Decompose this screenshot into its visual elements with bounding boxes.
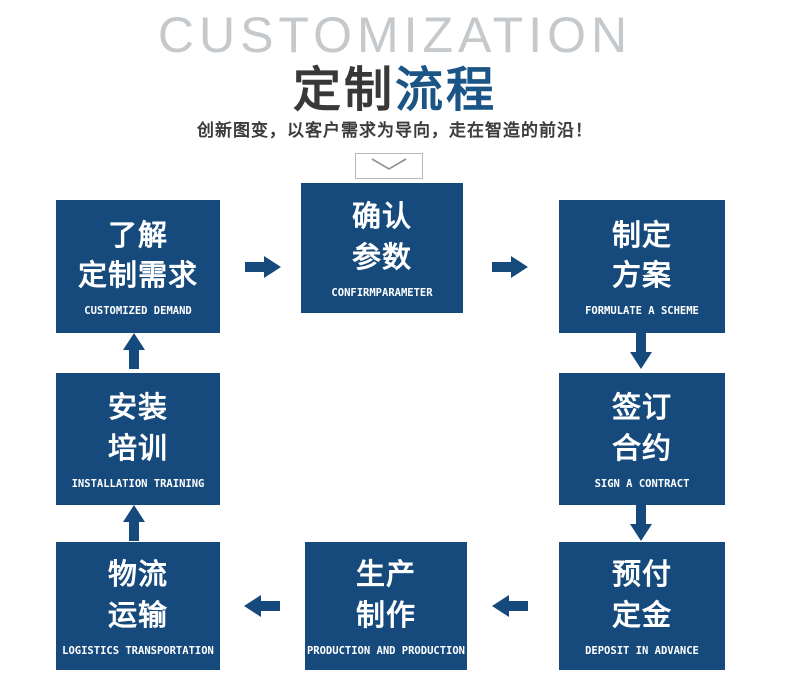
arrow-left-icon <box>244 595 280 617</box>
arrow-up-icon <box>123 505 145 541</box>
step-zh-line: 方案 <box>611 260 672 292</box>
step-en-label: INSTALLATION TRAINING <box>71 477 205 490</box>
step-en-label: FORMULATE A SCHEME <box>585 305 699 318</box>
step-zh-line: 定制需求 <box>77 260 198 292</box>
step-zh-line: 制定 <box>611 219 672 252</box>
step-logistics-transportation: 物流 运输 LOGISTICS TRANSPORTATION <box>56 542 220 670</box>
step-deposit-advance: 预付 定金 DEPOSIT IN ADVANCE <box>559 542 725 670</box>
step-zh-line: 物流 <box>107 559 168 592</box>
step-zh-line: 安装 <box>107 392 168 425</box>
step-confirm-parameter: 确认 参数 CONFIRMPARAMETER <box>301 183 463 313</box>
step-zh-line: 预付 <box>611 559 672 592</box>
step-en-label: DEPOSIT IN ADVANCE <box>585 644 699 657</box>
step-en-label: PRODUCTION AND PRODUCTION <box>306 644 466 657</box>
step-zh-line: 签订 <box>611 392 672 425</box>
arrow-left-icon <box>492 595 528 617</box>
step-zh-line: 合约 <box>611 432 672 465</box>
arrow-right-icon <box>245 256 281 278</box>
page-title: 定制流程 <box>0 50 790 120</box>
step-en-label: SIGN A CONTRACT <box>594 477 690 490</box>
step-zh-line: 制作 <box>355 599 416 632</box>
step-zh-line: 定金 <box>611 599 672 632</box>
arrow-up-icon <box>123 333 145 369</box>
step-zh-line: 了解 <box>107 219 168 252</box>
step-en-label: CONFIRMPARAMETER <box>331 286 433 299</box>
step-en-label: CUSTOMIZED DEMAND <box>84 305 192 318</box>
arrow-down-icon <box>630 505 652 541</box>
step-en-label: LOGISTICS TRANSPORTATION <box>62 644 214 657</box>
watermark-text: CUSTOMIZATION <box>157 7 633 63</box>
step-zh-line: 运输 <box>107 599 168 632</box>
step-formulate-scheme: 制定 方案 FORMULATE A SCHEME <box>559 200 725 333</box>
step-understand-demand: 了解 定制需求 CUSTOMIZED DEMAND <box>56 200 220 333</box>
arrow-right-icon <box>492 256 528 278</box>
page-title-part2: 流程 <box>395 64 498 117</box>
arrow-down-icon <box>630 333 652 369</box>
step-zh-line: 参数 <box>351 241 412 274</box>
step-installation-training: 安装 培训 INSTALLATION TRAINING <box>56 373 220 505</box>
chevron-down-icon <box>369 157 409 176</box>
chevron-connector <box>355 153 423 179</box>
step-zh-line: 生产 <box>355 559 416 592</box>
step-zh-line: 培训 <box>107 432 168 465</box>
step-sign-contract: 签订 合约 SIGN A CONTRACT <box>559 373 725 505</box>
step-production: 生产 制作 PRODUCTION AND PRODUCTION <box>305 542 467 670</box>
page-title-part1: 定制 <box>292 64 395 117</box>
page-subtitle: 创新图变，以客户需求为导向，走在智造的前沿！ <box>197 121 593 140</box>
step-zh-line: 确认 <box>351 201 412 234</box>
